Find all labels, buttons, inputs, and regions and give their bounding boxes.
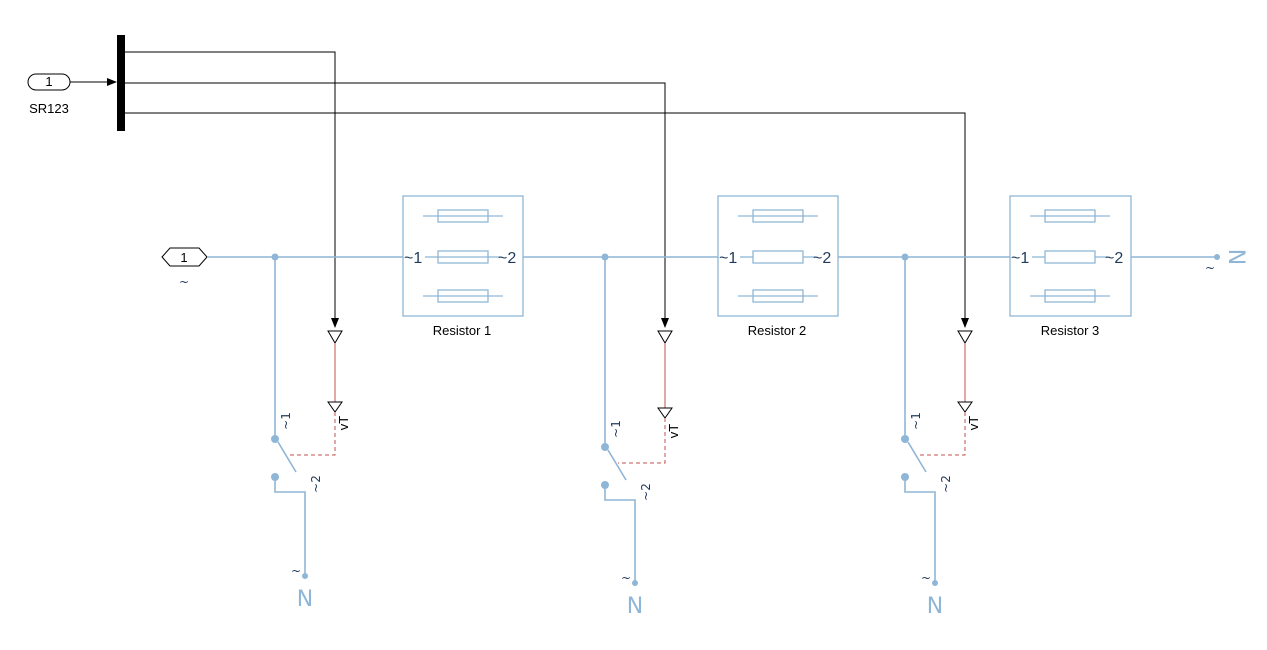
control-dash-2 <box>618 418 666 464</box>
switch-2-port-2: ~2 <box>639 483 653 501</box>
connection-port[interactable]: 1 <box>161 247 208 267</box>
control-dash-3 <box>918 412 966 456</box>
resistor-block-3[interactable]: ~1 ~2 <box>1009 195 1132 317</box>
ground-tilde-right: ~ <box>1205 261 1215 275</box>
demux-block[interactable] <box>117 35 125 131</box>
inport-number: 1 <box>45 74 52 89</box>
switch-branch-1[interactable]: vT ~1 ~2 ~ N <box>271 257 351 612</box>
ground-2-tilde: ~ <box>621 571 631 585</box>
resistor-2-port-2: ~2 <box>813 250 831 267</box>
control-dash-1 <box>288 412 336 456</box>
converter-top-1 <box>327 330 343 344</box>
ground-3-tilde: ~ <box>921 571 931 585</box>
switch-1-ctrl-label: vT <box>336 416 351 431</box>
ground-2-symbol: N <box>627 594 643 619</box>
resistor-3-port-2: ~2 <box>1105 250 1123 267</box>
converter-bottom-2 <box>657 407 673 419</box>
resistor-3-port-1: ~1 <box>1011 250 1029 267</box>
inport-label: SR123 <box>29 101 69 116</box>
resistor-block-1[interactable]: ~1 ~2 <box>402 195 524 317</box>
switch-3-line-bottom <box>904 481 936 582</box>
resistor-block-2[interactable]: ~1 ~2 <box>717 195 839 317</box>
switch-3-port-1: ~1 <box>909 412 923 430</box>
resistor-3-label: Resistor 3 <box>1041 323 1100 338</box>
switch-1-blade <box>277 441 297 473</box>
signal-line-1[interactable] <box>125 51 339 328</box>
ground-symbol-right[interactable]: N <box>1223 249 1248 265</box>
signal-line-3[interactable] <box>125 112 969 328</box>
converter-top-2 <box>657 330 673 344</box>
ground-node-right <box>1214 254 1220 260</box>
resistor-2-port-1: ~1 <box>719 250 737 267</box>
ground-3-symbol: N <box>927 594 943 619</box>
inport-block[interactable]: 1 <box>27 73 71 91</box>
switch-2-port-1: ~1 <box>609 420 623 438</box>
converter-bottom-1 <box>327 401 343 413</box>
converter-top-3 <box>957 330 973 344</box>
connection-port-label: ~ <box>179 275 189 289</box>
switch-1-port-2: ~2 <box>309 475 323 493</box>
connection-port-number: 1 <box>180 250 187 265</box>
switch-3-port-2: ~2 <box>939 475 953 493</box>
signal-line-2[interactable] <box>125 82 669 328</box>
resistor-1-port-1: ~1 <box>404 250 422 267</box>
resistor-2-label: Resistor 2 <box>748 323 807 338</box>
switch-3-ctrl-label: vT <box>966 416 981 431</box>
ground-1-tilde: ~ <box>291 564 301 578</box>
switch-3-blade <box>907 441 927 473</box>
resistor-1-label: Resistor 1 <box>433 323 492 338</box>
switch-2-blade <box>607 449 627 481</box>
switch-1-line-bottom <box>274 481 306 575</box>
switch-branch-2[interactable]: vT ~1 ~2 ~ N <box>601 257 681 619</box>
switch-2-ctrl-label: vT <box>666 424 681 439</box>
switch-branch-3[interactable]: vT ~1 ~2 ~ N <box>901 257 981 619</box>
switch-2-line-bottom <box>604 489 636 582</box>
resistor-1-port-2: ~2 <box>498 250 516 267</box>
converter-bottom-3 <box>957 401 973 413</box>
ground-1-symbol: N <box>297 587 313 612</box>
switch-1-port-1: ~1 <box>279 412 293 430</box>
